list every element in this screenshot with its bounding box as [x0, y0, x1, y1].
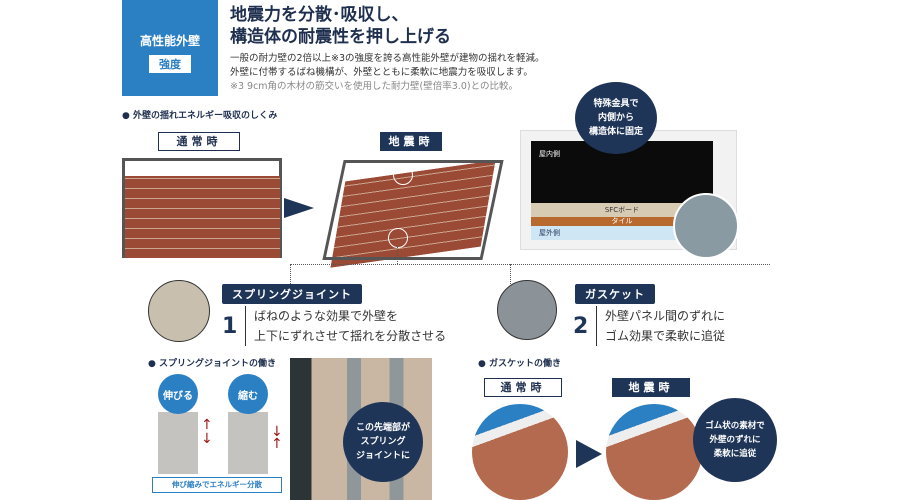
fastener-bubble: 特殊金具で 内側から 構造体に固定	[575, 82, 657, 154]
description-line-1: 一般の耐力壁の2倍以上※3の強度を誇る高性能外壁が建物の揺れを軽減。	[230, 53, 545, 64]
title-line-1: 地震力を分散･吸収し、	[230, 5, 409, 25]
feature-number: 1	[222, 314, 238, 339]
page-title: 地震力を分散･吸収し、 構造体の耐震性を押し上げる	[230, 4, 451, 48]
description-line: ゴム効果で柔軟に追従	[605, 329, 726, 343]
arrow-up-down-icon: ↑↓	[201, 417, 213, 447]
description: 一般の耐力壁の2倍以上※3の強度を誇る高性能外壁が建物の揺れを軽減。 外壁に付帯…	[230, 52, 545, 94]
connector-line	[510, 264, 511, 284]
joint-diagram-stretch	[158, 412, 198, 474]
indoor-label: 屋内側	[539, 150, 560, 158]
category-badge: 高性能外壁 強度	[122, 0, 218, 96]
description-line-2: 外壁に付帯するばね機構が、外壁とともに柔軟に地震力を吸収します。	[230, 67, 533, 78]
energy-band: 伸び縮みでエネルギー分散	[152, 477, 282, 493]
tile-label: タイル	[531, 217, 713, 226]
joint-diagram-shrink	[228, 412, 268, 474]
arrow-down-up-icon: ↓↑	[271, 424, 283, 452]
strength-tag: 強度	[149, 55, 191, 73]
gasket-bubble: ゴム状の素材で 外壁のずれに 柔軟に追従	[693, 398, 777, 482]
category-label: 高性能外壁	[139, 34, 200, 48]
mechanism-heading: ● 外壁の揺れエネルギー吸収のしくみ	[122, 111, 278, 121]
gasket-label: ガスケット	[575, 284, 655, 304]
gasket-quake-image	[606, 404, 702, 500]
connector-line	[290, 264, 770, 265]
feature-number: 2	[573, 314, 589, 339]
gasket-photo	[497, 280, 557, 340]
gasket-heading: ● ガスケットの働き	[478, 359, 561, 369]
spring-joint-description: ばねのような効果で外壁を 上下にずれさせて揺れを分散させる	[245, 306, 446, 346]
sfc-board-label: SFCボード	[531, 203, 713, 217]
footnote: ※3 9cm角の木材の筋交いを使用した耐力壁(壁倍率3.0)との比較。	[230, 81, 518, 92]
fastener-photo	[673, 193, 739, 259]
highlight-circle	[393, 165, 413, 185]
highlight-circle	[388, 228, 408, 248]
spring-photo-bubble: この先端部が スプリング ジョイントに	[343, 402, 423, 482]
gasket-normal-label: 通常時	[484, 378, 562, 397]
description-line: ばねのような効果で外壁を	[254, 309, 399, 323]
gasket-quake-label: 地震時	[612, 378, 690, 397]
description-line: 上下にずれさせて揺れを分散させる	[254, 329, 447, 343]
gasket-normal-image	[472, 404, 568, 500]
arrow-right-icon	[576, 440, 602, 468]
title-line-2: 構造体の耐震性を押し上げる	[230, 27, 451, 47]
spring-joint-label: スプリングジョイント	[222, 284, 362, 304]
connector-line	[397, 246, 398, 264]
description-line: 外壁パネル間のずれに	[605, 309, 726, 323]
quake-label: 地震時	[380, 132, 442, 151]
outdoor-label: 屋外側	[531, 226, 713, 240]
arrow-right-icon	[284, 198, 314, 218]
brick-wall-normal	[125, 176, 280, 258]
connector-line	[290, 264, 291, 284]
spring-heading: ● スプリングジョイントの働き	[148, 359, 276, 369]
gasket-description: 外壁パネル間のずれに ゴム効果で柔軟に追従	[596, 306, 725, 346]
normal-label: 通常時	[158, 132, 240, 151]
shrink-bubble: 縮む	[228, 374, 268, 414]
spring-joint-photo	[148, 280, 210, 342]
stretch-bubble: 伸びる	[158, 374, 198, 414]
frame-quake	[322, 160, 504, 260]
